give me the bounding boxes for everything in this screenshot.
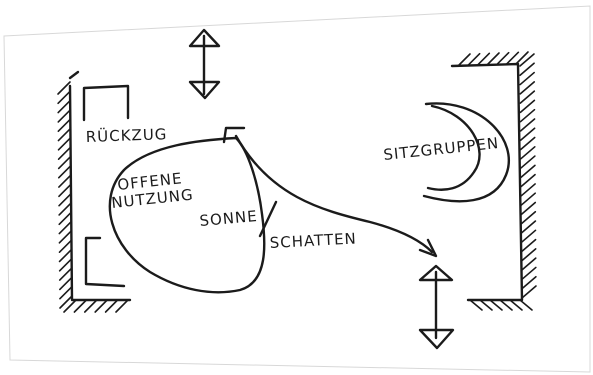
left-wall — [57, 70, 132, 313]
double-arrow-bottom — [418, 264, 455, 350]
flow-arrow — [234, 134, 438, 258]
sun-marker-bracket — [222, 126, 246, 144]
seating-group — [422, 102, 510, 203]
double-arrow-top — [188, 28, 221, 100]
paper-sheet — [3, 5, 591, 373]
right-wall — [450, 51, 537, 311]
label-sonne: SONNE — [199, 207, 259, 230]
label-rueckzug: RÜCKZUG — [85, 124, 167, 146]
retreat-alcove-bottom — [84, 236, 126, 288]
label-schatten: SCHATTEN — [269, 229, 357, 252]
open-use-area — [108, 136, 266, 294]
sun-shade-divider — [258, 200, 278, 238]
retreat-alcove-top — [82, 84, 130, 122]
